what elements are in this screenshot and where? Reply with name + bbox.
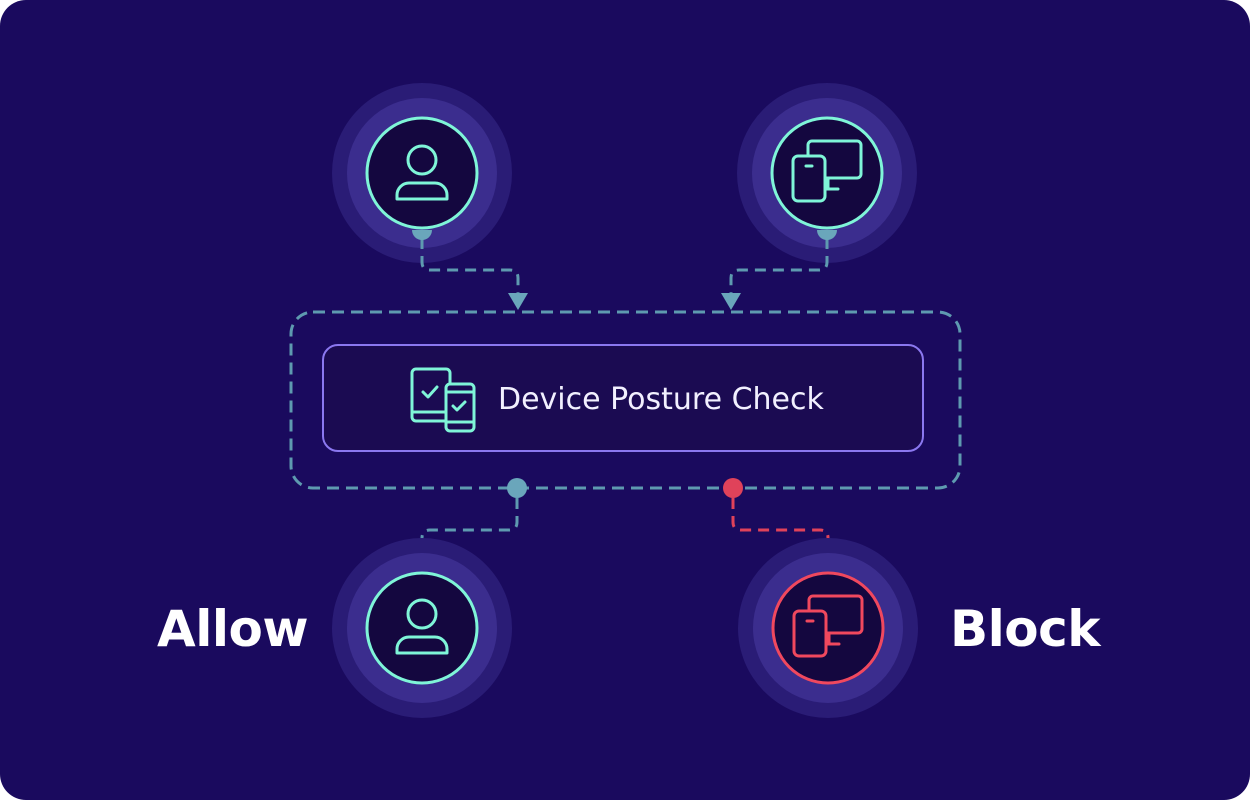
node-devices-block	[738, 538, 918, 718]
node-user-top	[332, 83, 512, 263]
connector-devices-to-check	[721, 230, 837, 310]
connector-user-to-check	[412, 230, 528, 310]
check-dashed-frame	[289, 310, 962, 490]
block-label: Block	[950, 600, 1101, 658]
device-posture-check-box	[322, 344, 924, 452]
check-title: Device Posture Check	[498, 382, 824, 417]
user-icon	[395, 144, 449, 201]
device-check-icon	[410, 367, 476, 433]
devices-icon	[791, 139, 863, 203]
user-icon	[395, 598, 449, 655]
allow-label: Allow	[157, 600, 309, 658]
node-devices-top	[737, 83, 917, 263]
devices-icon	[792, 594, 864, 658]
node-user-allow	[332, 538, 512, 718]
